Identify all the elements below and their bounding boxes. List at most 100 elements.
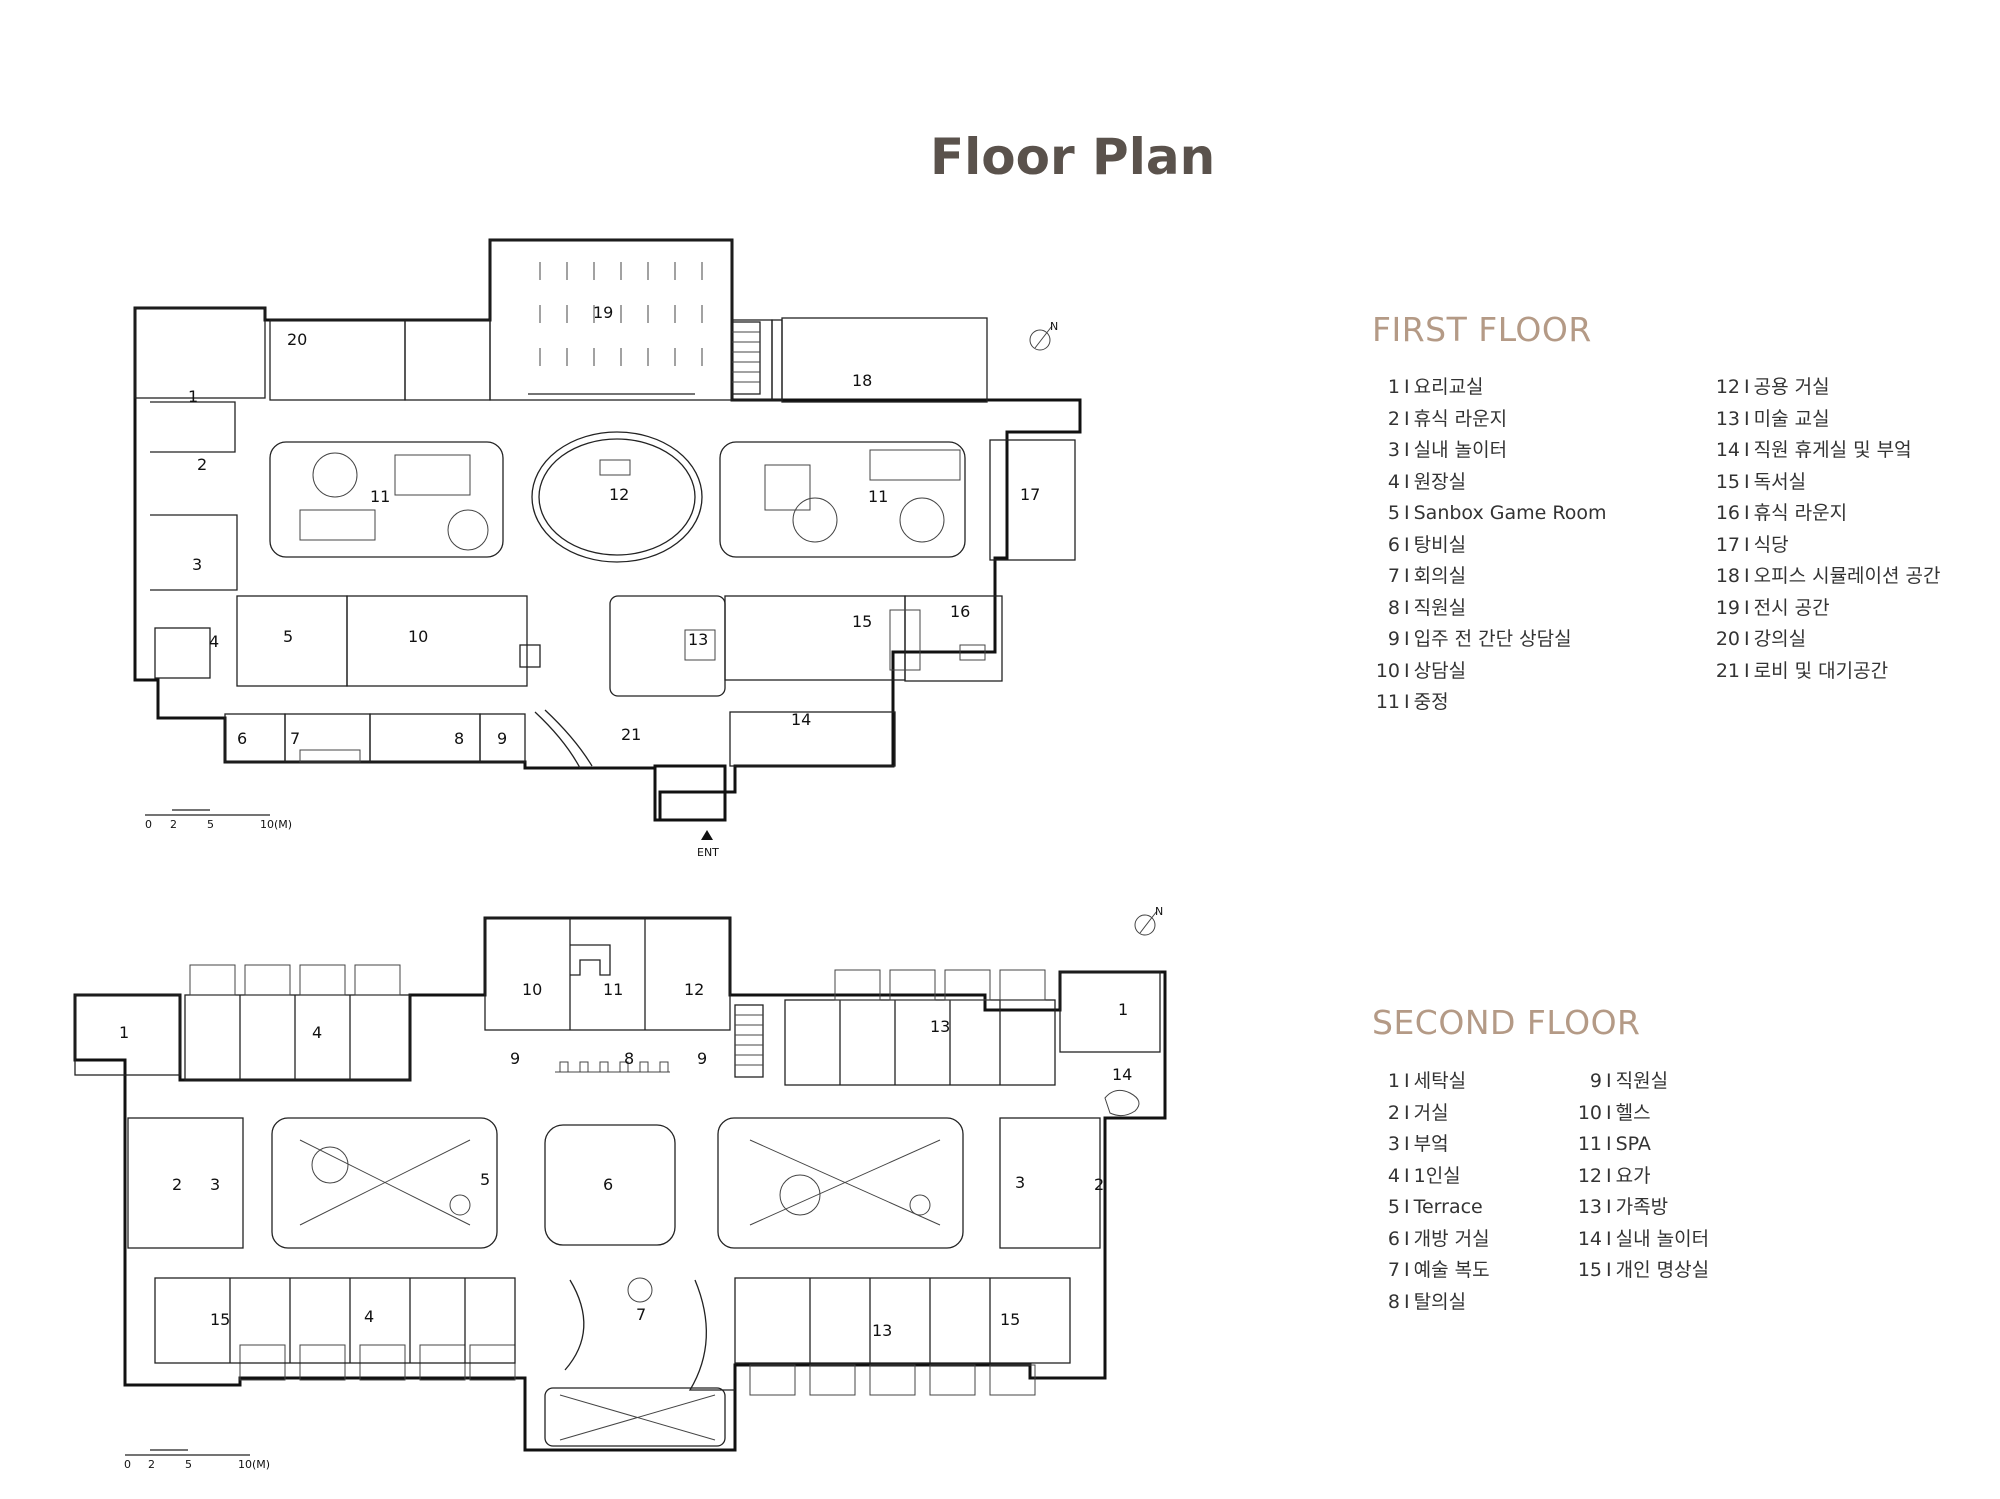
f1-room-label: 7 bbox=[290, 729, 300, 748]
f2-room-label: 14 bbox=[1112, 1065, 1132, 1084]
f1-north-label: N bbox=[1050, 320, 1058, 333]
f2-north-label: N bbox=[1155, 905, 1163, 918]
f1-room-label: 13 bbox=[688, 630, 708, 649]
f1-room-label: 4 bbox=[209, 632, 219, 651]
f1-room-label: 15 bbox=[852, 612, 872, 631]
entrance-label: ENT bbox=[697, 846, 719, 859]
f1-room-label: 1 bbox=[188, 387, 198, 406]
f1-room-label: 11 bbox=[370, 487, 390, 506]
f1-room-label: 8 bbox=[454, 729, 464, 748]
f1-room-label: 17 bbox=[1020, 485, 1040, 504]
f2-room-label: 7 bbox=[636, 1305, 646, 1324]
page-title: Floor Plan bbox=[930, 128, 1216, 186]
f2-room-label: 6 bbox=[603, 1175, 613, 1194]
f1-room-label: 21 bbox=[621, 725, 641, 744]
f2-room-label: 15 bbox=[210, 1310, 230, 1329]
north-arrow-icon bbox=[1134, 914, 1156, 936]
f1-room-label: 14 bbox=[791, 710, 811, 729]
f1-room-label: 6 bbox=[237, 729, 247, 748]
f1-room-label: 5 bbox=[283, 627, 293, 646]
f2-room-label: 11 bbox=[603, 980, 623, 999]
f1-room-label: 2 bbox=[197, 455, 207, 474]
f1-room-label: 12 bbox=[609, 485, 629, 504]
f2-room-label: 13 bbox=[872, 1321, 892, 1340]
f2-scale-0: 0 bbox=[124, 1458, 131, 1471]
f1-scale-0: 0 bbox=[145, 818, 152, 831]
north-arrow-icon bbox=[1029, 329, 1051, 351]
f1-room-label: 10 bbox=[408, 627, 428, 646]
f1-room-label: 19 bbox=[593, 303, 613, 322]
f2-room-label: 13 bbox=[930, 1017, 950, 1036]
f1-room-label: 11 bbox=[868, 487, 888, 506]
f2-room-label: 2 bbox=[1094, 1175, 1104, 1194]
f2-scale-2: 2 bbox=[148, 1458, 155, 1471]
f2-room-label: 15 bbox=[1000, 1310, 1020, 1329]
first-floor-heading: FIRST FLOOR bbox=[1372, 310, 1592, 349]
second-floor-heading: SECOND FLOOR bbox=[1372, 1003, 1641, 1042]
f1-scale-2: 2 bbox=[170, 818, 177, 831]
f2-room-label: 12 bbox=[684, 980, 704, 999]
f2-scale-10: 10(M) bbox=[238, 1458, 270, 1471]
f2-room-label: 4 bbox=[312, 1023, 322, 1042]
f1-room-label: 16 bbox=[950, 602, 970, 621]
f2-room-label: 1 bbox=[119, 1023, 129, 1042]
f2-room-label: 3 bbox=[210, 1175, 220, 1194]
f1-room-label: 9 bbox=[497, 729, 507, 748]
f1-room-label: 3 bbox=[192, 555, 202, 574]
f2-room-label: 1 bbox=[1118, 1000, 1128, 1019]
f2-room-label: 2 bbox=[172, 1175, 182, 1194]
f2-room-label: 9 bbox=[697, 1049, 707, 1068]
f1-room-label: 18 bbox=[852, 371, 872, 390]
f2-scale-5: 5 bbox=[185, 1458, 192, 1471]
f2-room-label: 3 bbox=[1015, 1173, 1025, 1192]
f1-room-label: 20 bbox=[287, 330, 307, 349]
f2-room-label: 9 bbox=[510, 1049, 520, 1068]
f1-scale-10: 10(M) bbox=[260, 818, 292, 831]
entrance-arrow-icon bbox=[701, 830, 713, 840]
second-floor-plan: 0 2 5 10(M) N 1 1 2 2 3 3 4 4 5 6 7 8 9 … bbox=[73, 905, 1167, 1471]
f2-room-label: 4 bbox=[364, 1307, 374, 1326]
f2-room-label: 10 bbox=[522, 980, 542, 999]
f2-room-label: 5 bbox=[480, 1170, 490, 1189]
first-floor-plan: 0 2 5 10(M) ENT N 1 2 3 4 5 6 7 8 9 10 1… bbox=[133, 238, 1082, 859]
